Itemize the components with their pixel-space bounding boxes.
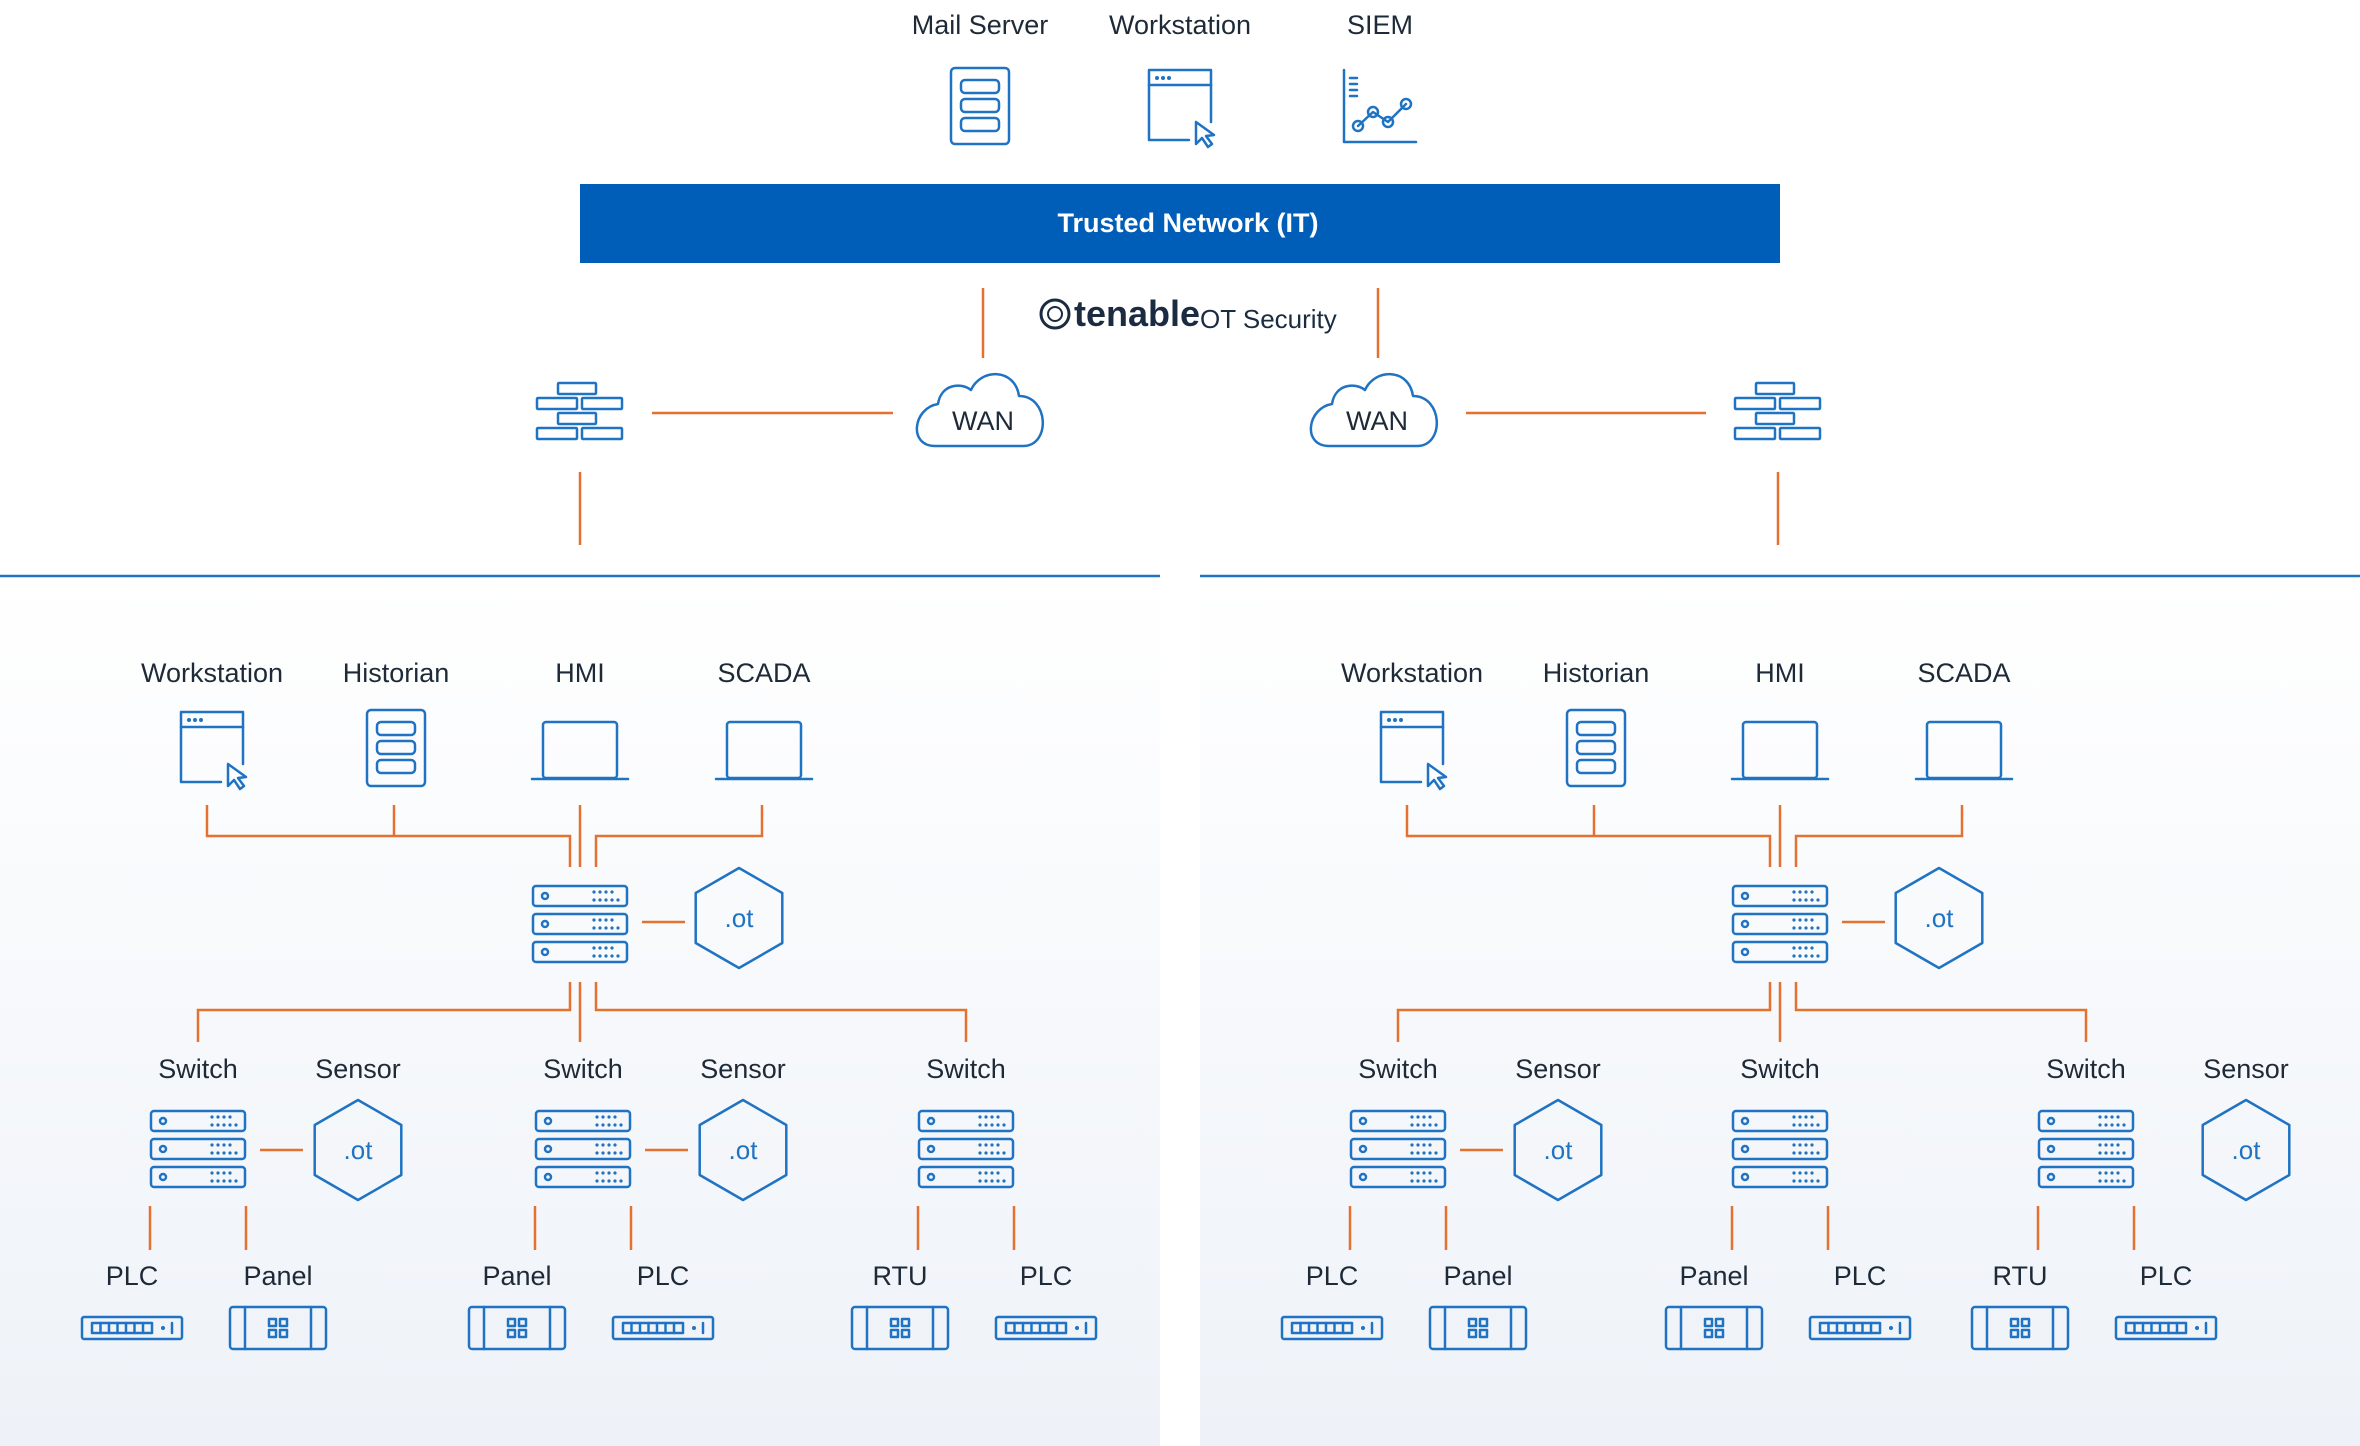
plc-icon bbox=[1808, 1315, 1912, 1341]
siem-chart-icon bbox=[1342, 68, 1418, 144]
site-device-label: Historian bbox=[343, 658, 450, 688]
switch-icon bbox=[1731, 1109, 1829, 1189]
switch-icon bbox=[534, 1109, 632, 1189]
field-device-label: Panel bbox=[482, 1261, 551, 1291]
sensor-icon bbox=[313, 1098, 403, 1202]
workstation-icon bbox=[1379, 710, 1448, 791]
trusted-device-label: Mail Server bbox=[912, 10, 1049, 40]
plc-icon bbox=[1280, 1315, 1384, 1341]
switch-icon bbox=[1731, 884, 1829, 964]
laptop-icon bbox=[1914, 720, 2014, 781]
trusted-device-label: SIEM bbox=[1347, 10, 1413, 40]
field-device-label: RTU bbox=[872, 1261, 927, 1291]
site-device-label: SCADA bbox=[717, 658, 810, 688]
server-icon bbox=[949, 66, 1011, 146]
core-sensor-icon bbox=[694, 866, 784, 970]
sensor-title: Sensor bbox=[315, 1054, 401, 1084]
switch-icon bbox=[2037, 1109, 2135, 1189]
sensor-label: .ot bbox=[1544, 1135, 1574, 1165]
firewall-icon bbox=[535, 381, 624, 441]
field-device-label: Panel bbox=[1443, 1261, 1512, 1291]
panel-icon bbox=[228, 1305, 328, 1351]
plc-icon bbox=[994, 1315, 1098, 1341]
plc-icon bbox=[2114, 1315, 2218, 1341]
connector-line bbox=[1794, 805, 1964, 867]
switch-label: Switch bbox=[158, 1054, 238, 1084]
field-device-label: PLC bbox=[637, 1261, 690, 1291]
connector-line bbox=[1794, 982, 2088, 1042]
sensor-label: .ot bbox=[729, 1135, 759, 1165]
sensor-title: Sensor bbox=[700, 1054, 786, 1084]
panel-icon bbox=[1970, 1305, 2070, 1351]
trusted-network-banner bbox=[580, 184, 1780, 263]
switch-label: Switch bbox=[2046, 1054, 2126, 1084]
site-device-label: SCADA bbox=[1917, 658, 2010, 688]
firewall-icon bbox=[1733, 381, 1822, 441]
field-device-label: Panel bbox=[243, 1261, 312, 1291]
wan-cloud-icon bbox=[915, 373, 1045, 448]
trusted-device-label: Workstation bbox=[1109, 10, 1251, 40]
switch-label: Switch bbox=[1358, 1054, 1438, 1084]
sensor-title: Sensor bbox=[2203, 1054, 2289, 1084]
trusted-network-title: Trusted Network (IT) bbox=[1057, 208, 1318, 238]
laptop-icon bbox=[530, 720, 630, 781]
plc-icon bbox=[80, 1315, 184, 1341]
connector-line bbox=[1396, 982, 1772, 1042]
brand-name: tenable bbox=[1074, 293, 1200, 334]
wan-label: WAN bbox=[1346, 406, 1408, 436]
field-device-label: PLC bbox=[1306, 1261, 1359, 1291]
wan-label: WAN bbox=[952, 406, 1014, 436]
site-device-label: HMI bbox=[1755, 658, 1805, 688]
panel-icon bbox=[467, 1305, 567, 1351]
sensor-icon bbox=[1513, 1098, 1603, 1202]
sensor-label: .ot bbox=[1925, 903, 1955, 933]
panel-icon bbox=[1664, 1305, 1764, 1351]
switch-label: Switch bbox=[1740, 1054, 1820, 1084]
field-device-label: PLC bbox=[1020, 1261, 1073, 1291]
switch-label: Switch bbox=[926, 1054, 1006, 1084]
laptop-icon bbox=[1730, 720, 1830, 781]
connector-line bbox=[1405, 805, 1772, 867]
sensor-title: Sensor bbox=[1515, 1054, 1601, 1084]
workstation-icon bbox=[1147, 68, 1216, 149]
site-device-label: Historian bbox=[1543, 658, 1650, 688]
site-device-label: Workstation bbox=[141, 658, 283, 688]
brand-product: OT Security bbox=[1200, 304, 1337, 334]
switch-icon bbox=[531, 884, 629, 964]
workstation-icon bbox=[179, 710, 248, 791]
site-device-label: HMI bbox=[555, 658, 605, 688]
field-device-label: PLC bbox=[2140, 1261, 2193, 1291]
laptop-icon bbox=[714, 720, 814, 781]
field-device-label: Panel bbox=[1679, 1261, 1748, 1291]
server-icon bbox=[1565, 708, 1627, 788]
field-device-label: PLC bbox=[106, 1261, 159, 1291]
sensor-icon bbox=[2201, 1098, 2291, 1202]
switch-icon bbox=[149, 1109, 247, 1189]
site-device-label: Workstation bbox=[1341, 658, 1483, 688]
connector-line bbox=[594, 805, 764, 867]
switch-icon bbox=[917, 1109, 1015, 1189]
connector-line bbox=[594, 982, 968, 1042]
wan-cloud-icon bbox=[1309, 373, 1439, 448]
sensor-label: .ot bbox=[344, 1135, 374, 1165]
sensor-label: .ot bbox=[2232, 1135, 2262, 1165]
sensor-icon bbox=[698, 1098, 788, 1202]
core-sensor-icon bbox=[1894, 866, 1984, 970]
connector-line bbox=[205, 805, 572, 867]
switch-label: Switch bbox=[543, 1054, 623, 1084]
sensor-label: .ot bbox=[725, 903, 755, 933]
panel-icon bbox=[850, 1305, 950, 1351]
field-device-label: PLC bbox=[1834, 1261, 1887, 1291]
connector-line bbox=[196, 982, 572, 1042]
field-device-label: RTU bbox=[1992, 1261, 2047, 1291]
switch-icon bbox=[1349, 1109, 1447, 1189]
panel-icon bbox=[1428, 1305, 1528, 1351]
tenable-logo-icon bbox=[1039, 298, 1071, 330]
plc-icon bbox=[611, 1315, 715, 1341]
server-icon bbox=[365, 708, 427, 788]
